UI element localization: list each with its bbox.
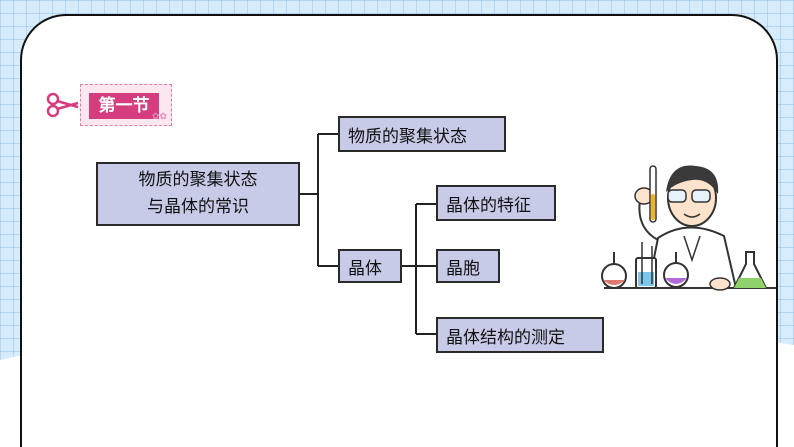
section-tag-box: 第一节 ✿✿ [80,84,172,126]
section-tag-label: 第一节 [89,93,159,119]
leaf-node-unit-cell: 晶胞 [436,249,500,283]
root-node: 物质的聚集状态 与晶体的常识 [96,162,300,226]
branch-node-crystal: 晶体 [338,249,402,283]
scissors-icon [46,92,79,118]
branch-node-aggregation-state: 物质的聚集状态 [338,116,506,152]
flower-decoration-icon: ✿✿ [151,112,167,122]
leaf-node-structure-measurement: 晶体结构的测定 [436,317,604,353]
root-node-line-2: 与晶体的常识 [147,197,249,217]
root-node-line-1: 物质的聚集状态 [138,170,258,190]
leaf-node-crystal-features: 晶体的特征 [436,185,556,221]
section-tag: 第一节 ✿✿ [46,84,176,128]
scientist-illustration-icon [601,165,776,291]
